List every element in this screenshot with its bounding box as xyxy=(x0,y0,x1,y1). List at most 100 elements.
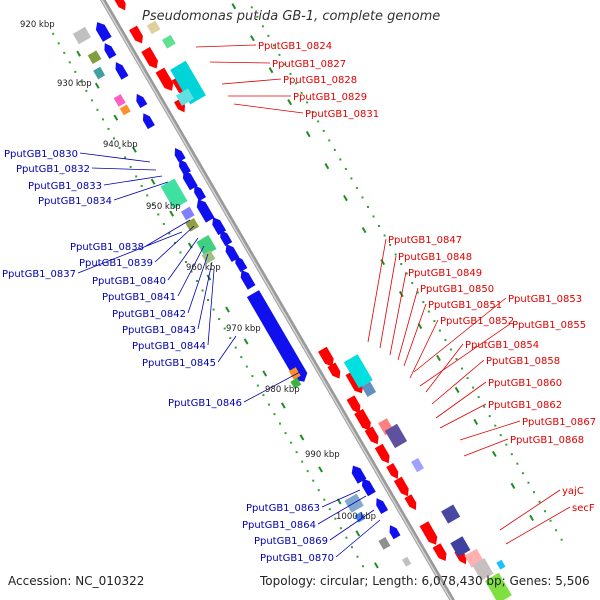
leader-line xyxy=(207,269,215,346)
guide-dot xyxy=(57,42,60,45)
guide-dot xyxy=(472,386,475,389)
guide-dot xyxy=(350,546,353,549)
gene-label-forward: secF xyxy=(572,503,595,514)
guide-dot xyxy=(179,251,182,254)
guide-dot xyxy=(366,205,369,208)
guide-dot xyxy=(333,148,336,151)
accession-text: Accession: NC_010322 xyxy=(8,574,145,588)
gene-label-reverse: PputGB1_0846 xyxy=(168,398,242,409)
scale-tick xyxy=(268,67,274,74)
gene-feature xyxy=(141,46,158,69)
guide-dot xyxy=(477,396,480,399)
guide-dot xyxy=(505,443,508,446)
leader-line xyxy=(431,359,485,405)
gene-feature xyxy=(484,572,512,600)
guide-dot xyxy=(394,253,397,256)
scale-tick xyxy=(529,514,534,521)
guide-dot xyxy=(278,53,281,56)
guide-dot xyxy=(157,213,160,216)
gene-label-reverse: PputGB1_0845 xyxy=(142,358,216,369)
gene-label-reverse: PputGB1_0839 xyxy=(79,258,153,269)
scale-tick xyxy=(361,226,367,234)
guide-dot xyxy=(162,222,165,225)
gene-feature xyxy=(212,217,227,236)
leader-line xyxy=(167,237,199,281)
gene-feature xyxy=(104,43,117,59)
leader-line xyxy=(221,78,282,85)
leader-line xyxy=(505,506,571,545)
scale-tick xyxy=(436,354,441,362)
scale-tick xyxy=(243,338,249,345)
gene-label-reverse: PputGB1_0832 xyxy=(16,164,90,175)
gene-feature xyxy=(361,381,377,397)
guide-dot xyxy=(510,453,513,456)
gene-feature xyxy=(174,148,186,163)
scale-label-7: 990 kbp xyxy=(305,450,340,460)
scale-label-1: 930 kbp xyxy=(57,79,92,89)
guide-dot xyxy=(267,403,270,406)
gene-feature xyxy=(389,525,401,540)
leader-line xyxy=(243,371,301,403)
leader-line xyxy=(187,253,209,314)
guide-dot xyxy=(96,108,99,111)
guide-dot xyxy=(400,263,403,266)
guide-dot xyxy=(251,375,254,378)
gene-feature xyxy=(179,159,191,176)
gene-feature xyxy=(181,206,195,221)
guide-dot xyxy=(466,377,469,380)
scale-label-3: 950 kbp xyxy=(146,202,181,212)
leader-line xyxy=(435,381,487,419)
guide-dot xyxy=(85,89,88,92)
scale-tick xyxy=(287,99,293,106)
scale-tick xyxy=(225,306,230,313)
scale-tick xyxy=(380,258,386,266)
guide-dot xyxy=(168,232,171,235)
gene-feature xyxy=(119,104,131,116)
gene-feature xyxy=(364,426,379,445)
scale-label-0: 920 kbp xyxy=(20,20,55,30)
gene-label-forward: PputGB1_0868 xyxy=(510,435,584,446)
gene-label-reverse: PputGB1_0844 xyxy=(132,341,206,352)
scale-label-4: 960 kbp xyxy=(186,263,221,273)
guide-dot xyxy=(261,25,264,28)
guide-dot xyxy=(52,32,55,35)
gene-label-forward: PputGB1_0827 xyxy=(272,59,346,70)
gene-label-reverse: PputGB1_0870 xyxy=(260,553,334,564)
guide-dot xyxy=(151,203,154,206)
scale-tick xyxy=(454,386,460,394)
guide-dot xyxy=(311,110,314,113)
guide-dot xyxy=(344,167,347,170)
scale-tick xyxy=(231,3,237,10)
gene-feature xyxy=(378,537,391,550)
guide-dot xyxy=(549,519,552,522)
gene-feature xyxy=(354,408,371,431)
gene-feature xyxy=(87,50,102,64)
gene-feature xyxy=(374,443,390,464)
gene-label-reverse: PputGB1_0869 xyxy=(254,536,328,547)
gene-label-forward: PputGB1_0851 xyxy=(428,300,502,311)
guide-dot xyxy=(339,158,342,161)
leader-line xyxy=(233,103,304,114)
gene-label-forward: PputGB1_0853 xyxy=(508,294,582,305)
scale-tick xyxy=(250,35,255,42)
gene-label-forward: PputGB1_0850 xyxy=(420,284,494,295)
guide-dot xyxy=(196,280,199,283)
scale-label-5: 970 kbp xyxy=(226,324,261,334)
gene-label-reverse: PputGB1_0830 xyxy=(4,149,78,160)
leader-line xyxy=(499,489,561,531)
gene-label-reverse: PputGB1_0843 xyxy=(122,325,196,336)
guide-dot xyxy=(250,6,253,9)
gene-label-forward: PputGB1_0824 xyxy=(258,41,332,52)
gene-label-forward: PputGB1_0855 xyxy=(512,320,586,331)
gene-label-forward: PputGB1_0828 xyxy=(283,75,357,86)
gene-feature xyxy=(220,230,233,247)
guide-dot xyxy=(461,367,464,370)
scale-tick xyxy=(374,562,379,569)
scale-tick xyxy=(324,163,330,170)
guide-dot xyxy=(383,234,386,237)
guide-dot xyxy=(68,61,71,64)
guide-dot xyxy=(438,329,441,332)
guide-dot xyxy=(283,63,286,66)
